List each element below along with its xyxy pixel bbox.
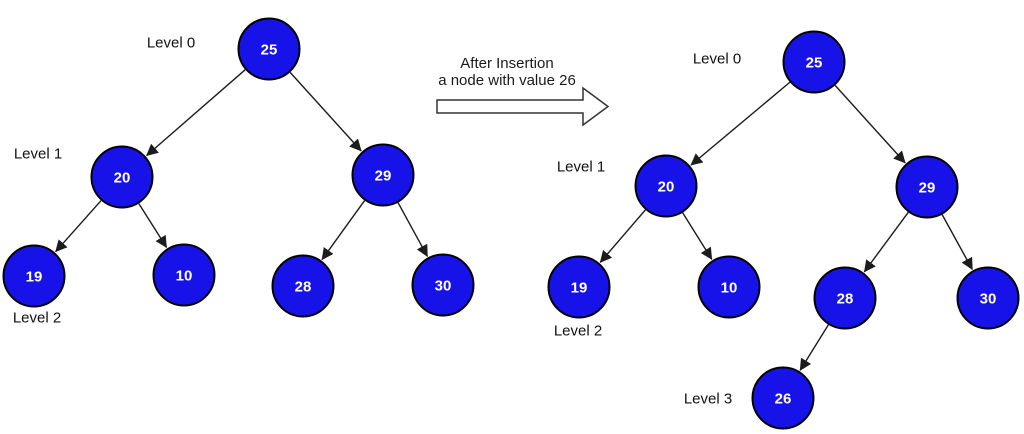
- tree-node-circle: [751, 366, 815, 430]
- tree-node-26: 26: [751, 366, 815, 430]
- tree-before-insertion: 25 20 29 19 10 28 30 Level 0 Level 1 Level 2: [2, 17, 475, 326]
- tree-node-circle: [411, 253, 475, 317]
- tree-node-circle: [2, 244, 66, 308]
- tree-node-value: 20: [658, 178, 675, 195]
- tree-node-circle: [90, 145, 154, 209]
- tree-node-10: 10: [697, 255, 761, 319]
- tree-node-value: 29: [375, 167, 392, 184]
- tree-node-circle: [547, 255, 611, 319]
- tree-edge-29-to-28: [321, 200, 366, 261]
- tree-node-10: 10: [152, 243, 216, 307]
- tree-node-28: 28: [813, 266, 877, 330]
- tree-node-value: 19: [571, 279, 588, 296]
- transition-block-arrow: [436, 86, 610, 127]
- tree-node-30: 30: [956, 266, 1020, 330]
- tree-edge-20-to-10: [682, 212, 713, 260]
- tree-node-29: 29: [351, 143, 415, 207]
- transition-label-line2: a node with value 26: [438, 72, 576, 89]
- tree-node-circle: [782, 30, 846, 94]
- tree-node-value: 10: [721, 279, 738, 296]
- tree-node-value: 28: [295, 278, 312, 295]
- tree-node-circle: [895, 155, 959, 219]
- tree-node-value: 25: [261, 41, 278, 58]
- tree-node-circle: [956, 266, 1020, 330]
- tree-node-circle: [634, 154, 698, 218]
- tree-node-value: 29: [919, 179, 936, 196]
- tree-node-19: 19: [547, 255, 611, 319]
- tree-node-value: 20: [114, 169, 131, 186]
- tree-node-circle: [351, 143, 415, 207]
- tree-node-20: 20: [634, 154, 698, 218]
- tree-edge-20-to-19: [55, 200, 102, 253]
- tree-node-circle: [697, 255, 761, 319]
- tree-edge-25-to-29: [289, 71, 362, 152]
- tree-edge-20-to-19: [599, 209, 646, 263]
- tree-edge-25-to-29: [834, 84, 906, 164]
- tree-node-25: 25: [237, 17, 301, 81]
- tree-node-circle: [152, 243, 216, 307]
- tree-node-30: 30: [411, 253, 475, 317]
- tree-edge-20-to-10: [138, 203, 168, 249]
- level-label: Level 2: [554, 322, 602, 339]
- tree-node-19: 19: [2, 244, 66, 308]
- tree-node-20: 20: [90, 145, 154, 209]
- level-label: Level 1: [14, 145, 62, 162]
- tree-node-25: 25: [782, 30, 846, 94]
- tree-after-insertion: 25 20 29 19 10 28 30 26 Level 0 Level 1 Level 2 Lev…: [547, 30, 1020, 430]
- tree-node-circle: [813, 266, 877, 330]
- tree-node-value: 28: [837, 290, 854, 307]
- tree-node-circle: [237, 17, 301, 81]
- tree-node-value: 25: [806, 54, 823, 71]
- tree-node-value: 19: [26, 268, 43, 285]
- level-label: Level 3: [684, 390, 732, 407]
- tree-edge-29-to-28: [863, 211, 909, 273]
- transition-label-line1: After Insertion: [460, 55, 554, 72]
- tree-edge-29-to-30: [397, 202, 429, 257]
- tree-edge-25-to-20: [146, 69, 246, 157]
- tree-node-28: 28: [271, 254, 335, 318]
- tree-node-value: 30: [435, 277, 452, 294]
- transition-annotation: After Insertion a node with value 26: [416, 55, 598, 89]
- tree-node-value: 30: [980, 290, 997, 307]
- tree-node-circle: [271, 254, 335, 318]
- tree-edge-25-to-20: [690, 81, 791, 166]
- level-label: Level 2: [13, 309, 61, 326]
- level-label: Level 0: [147, 34, 195, 51]
- tree-node-value: 26: [775, 390, 792, 407]
- tree-node-value: 10: [176, 267, 193, 284]
- level-label: Level 0: [693, 50, 741, 67]
- tree-edge-29-to-30: [941, 214, 973, 271]
- level-label: Level 1: [557, 158, 605, 175]
- tree-edge-28-to-26: [799, 324, 829, 371]
- tree-node-29: 29: [895, 155, 959, 219]
